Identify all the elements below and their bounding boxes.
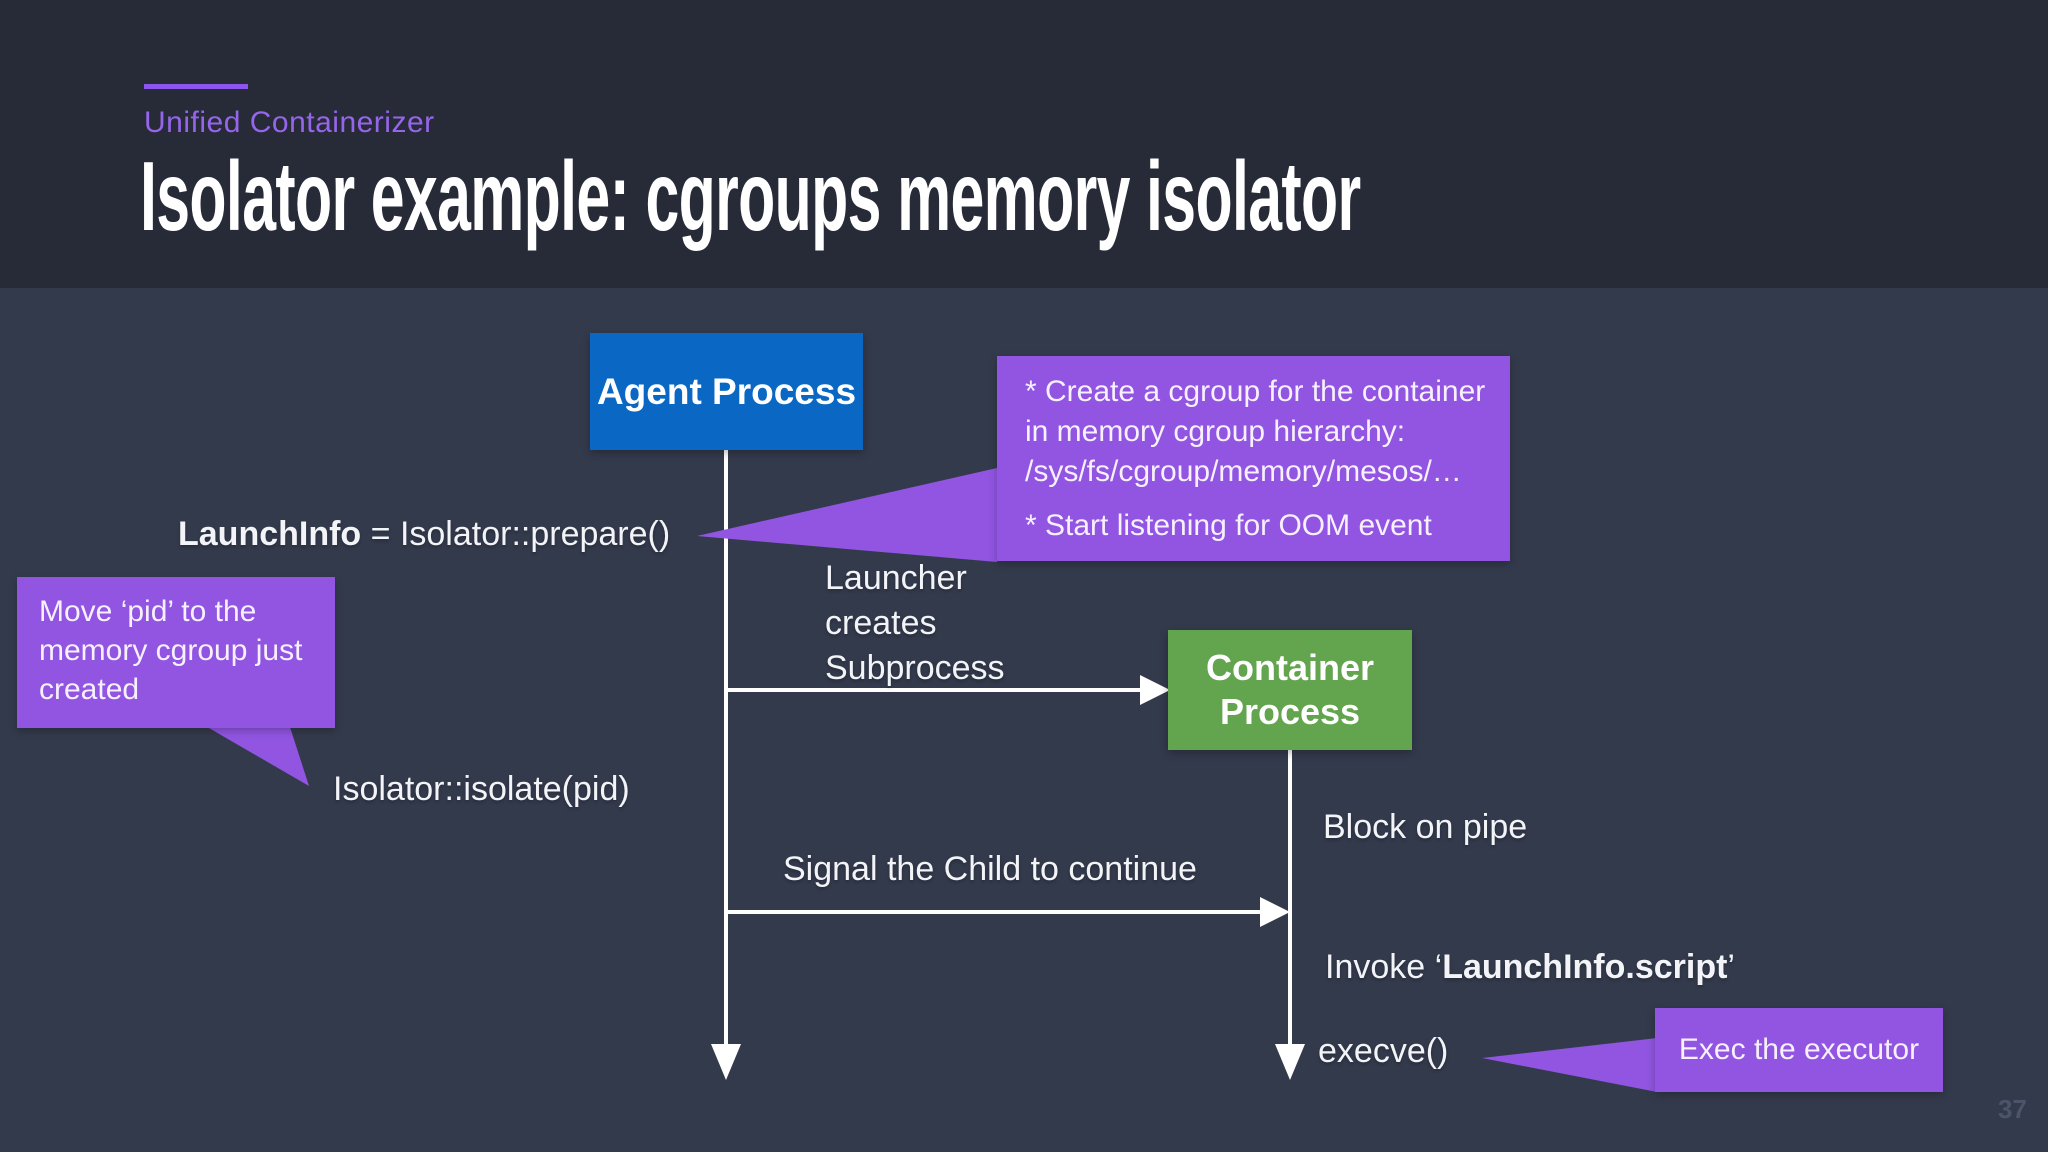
label-execve: execve() [1318,1032,1449,1070]
container-label-line1: Container [1205,647,1374,688]
label-invoke-script: Invoke ‘LaunchInfo.script’ [1325,948,1735,987]
callout-tail-exec [1482,1038,1657,1092]
callout-tail-prepare [697,468,997,562]
label-launcher-line2: creates [825,604,937,642]
label-block-on-pipe: Block on pipe [1323,808,1528,846]
label-isolate: Isolator::isolate(pid) [333,770,630,808]
callout-create-gap [1025,492,1510,506]
label-launcher-line1: Launcher [825,559,967,597]
label-launcher-creates-subprocess: Launcher creates Subprocess [825,556,1005,691]
accent-line [144,84,248,89]
agent-process-box: Agent Process [590,333,863,450]
callout-exec-label: Exec the executor [1678,1033,1920,1066]
label-prepare-bold: LaunchInfo [178,515,362,553]
page-title: Isolator example: cgroups memory isolato… [140,141,1361,251]
callout-create-line3: /sys/fs/cgroup/memory/mesos/… [1025,455,1462,488]
label-invoke-prefix: Invoke ‘ [1325,948,1443,986]
callout-move-pid: Move ‘pid’ to the memory cgroup just cre… [17,577,335,728]
label-invoke-bold: LaunchInfo.script [1442,948,1728,986]
launcher-arrow-arrowhead [1140,675,1170,705]
callout-tail-move-pid [202,724,309,786]
label-signal-child: Signal the Child to continue [783,850,1197,888]
label-prepare: LaunchInfo = Isolator::prepare() [178,515,670,554]
agent-lifeline-arrowhead [711,1044,741,1080]
callout-create-line2: in memory cgroup hierarchy: [1025,415,1406,448]
callout-exec-executor: Exec the executor [1655,1008,1943,1092]
signal-arrow-arrowhead [1260,897,1290,927]
callout-move-line1: Move ‘pid’ to the [39,595,257,628]
header-band: Unified Containerizer Isolator example: … [0,0,2048,288]
callout-create-cgroup: * Create a cgroup for the container in m… [997,356,1510,561]
container-process-box: Container Process [1168,630,1412,750]
callout-move-line3: created [39,673,140,706]
eyebrow-label: Unified Containerizer [144,106,435,139]
callout-create-line1: * Create a cgroup for the container [1025,375,1486,408]
callout-create-oom-line: * Start listening for OOM event [1025,509,1432,542]
container-process-label: Container Process [1206,646,1374,734]
callout-move-line2: memory cgroup just [39,634,303,667]
container-label-line2: Process [1219,691,1361,732]
page-number: 37 [1998,1094,2027,1124]
label-prepare-rest: = Isolator::prepare() [361,515,671,553]
label-launcher-line3: Subprocess [825,649,1005,687]
label-invoke-suffix: ’ [1727,948,1735,986]
container-lifeline-arrowhead [1275,1044,1305,1080]
agent-process-label: Agent Process [596,370,857,412]
